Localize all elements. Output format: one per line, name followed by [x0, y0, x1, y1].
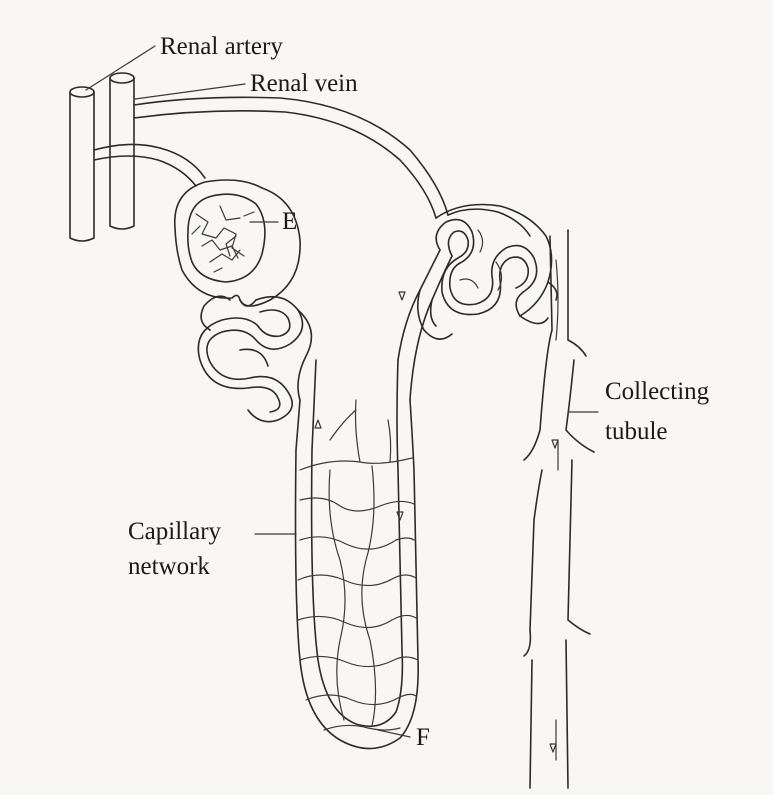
collecting-tubule-label-line1: Collecting [605, 378, 709, 406]
capillary-network-label-line2: network [128, 553, 210, 581]
loop-of-henle [296, 250, 453, 749]
distal-convoluted-tubule [418, 205, 557, 340]
f-label: F [416, 724, 430, 752]
collecting-tubule [524, 230, 594, 788]
renal-artery-label: Renal artery [160, 33, 283, 61]
collecting-tubule-label-line2: tubule [605, 418, 668, 446]
glomerulus-capsule [175, 180, 300, 306]
proximal-convoluted-tubule [198, 296, 311, 421]
capillary-network-label-line1: Capillary [128, 518, 221, 546]
renal-vein-label: Renal vein [250, 70, 358, 98]
e-label: E [282, 208, 297, 236]
blood-vessels [70, 73, 448, 241]
